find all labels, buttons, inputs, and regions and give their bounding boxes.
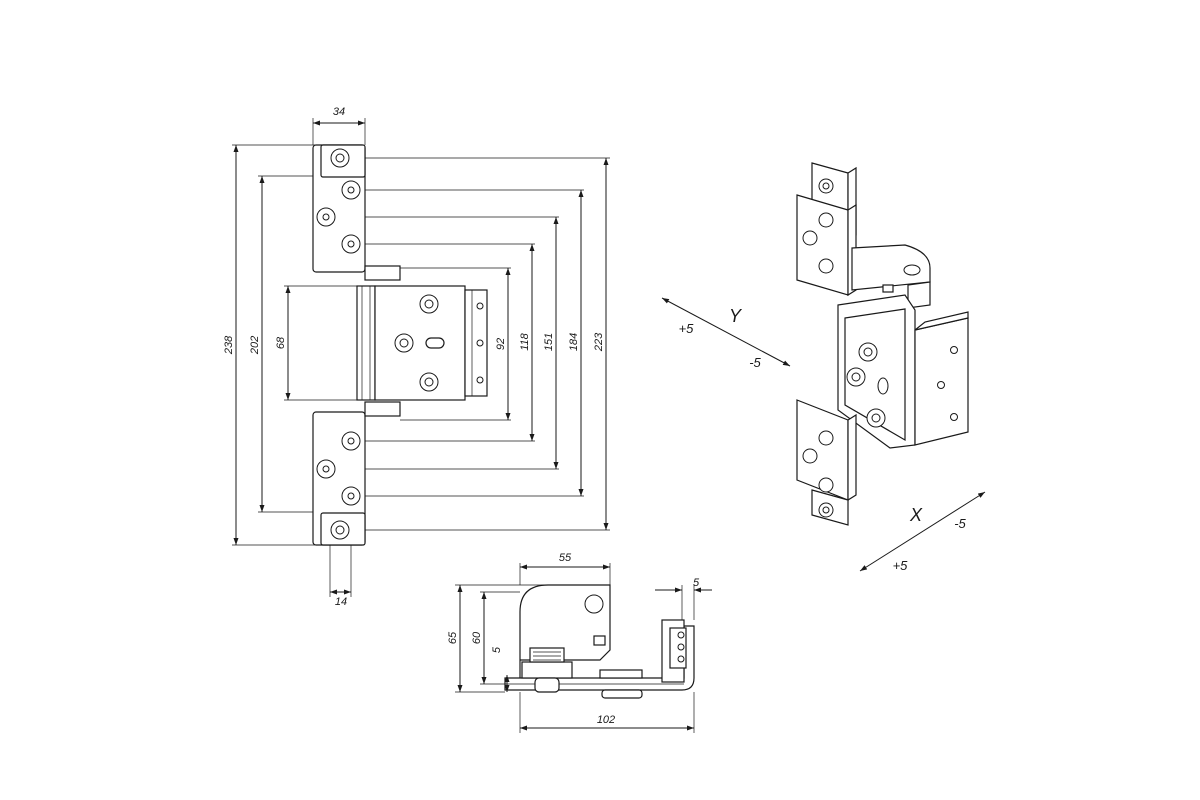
x-minus-label: -5 (954, 516, 966, 531)
dim-label-5-left: 5 (491, 646, 503, 653)
dimension-lines (233, 120, 609, 595)
pin-hole (584, 594, 604, 614)
side-slot (593, 635, 606, 646)
screw-block (521, 661, 573, 679)
dim-label-184: 184 (568, 333, 580, 351)
dim-label-55: 55 (559, 552, 572, 564)
base-plate (504, 625, 695, 691)
iso-bracket-hole (950, 346, 958, 354)
dim-label-65: 65 (447, 631, 459, 644)
upper-knuckle (364, 265, 401, 281)
hole-center (347, 437, 355, 445)
hole-center (347, 492, 355, 500)
iso-hole (818, 258, 834, 274)
dim-label-202: 202 (249, 336, 261, 355)
y-minus-label: -5 (749, 355, 761, 370)
iso-hole (802, 230, 818, 246)
iso-adjust-slot (877, 377, 889, 395)
y-axis-arrow (661, 297, 791, 367)
iso-hole (818, 430, 834, 446)
bracket-screw (677, 655, 685, 663)
hex-socket-icon (399, 338, 409, 348)
bracket-screw (677, 631, 685, 639)
screw-head (476, 302, 484, 310)
hole-center (322, 465, 330, 473)
isometric-view: Y +5 -5 X +5 -5 (661, 162, 986, 573)
iso-lower-plate-side (847, 413, 857, 502)
dim-label-68: 68 (275, 336, 287, 349)
side-leaf (519, 584, 611, 690)
hex-socket-icon (335, 525, 345, 535)
dim-label-60: 60 (471, 631, 483, 644)
dim-label-5-top: 5 (693, 577, 700, 589)
dim-label-151: 151 (543, 333, 555, 351)
hex-socket-icon (822, 182, 830, 190)
iso-hole (818, 477, 834, 493)
screw-foot (534, 677, 560, 693)
lower-knuckle (364, 401, 401, 417)
middle-pin-barrel (356, 285, 376, 401)
bottom-nuts (601, 689, 643, 699)
hex-socket-icon (863, 347, 873, 357)
iso-bracket-hole (937, 381, 945, 389)
side-bracket (464, 289, 488, 397)
dim-label-118: 118 (519, 332, 531, 350)
hex-socket-icon (424, 377, 434, 387)
iso-hole (802, 448, 818, 464)
x-axis-label: X (909, 505, 923, 525)
screw-head (476, 339, 484, 347)
iso-pin-hole (903, 264, 921, 276)
adjustment-slot (425, 337, 445, 349)
dim-label-102: 102 (597, 714, 615, 726)
bracket-screw (677, 643, 685, 651)
bottom-screws (599, 669, 643, 679)
screw-head (476, 376, 484, 384)
dim-label-92: 92 (495, 338, 507, 350)
x-axis-arrow (859, 491, 986, 572)
extension-lines (232, 118, 610, 597)
iso-small-slot (882, 284, 894, 293)
side-view: 55 5 65 60 5 102 (447, 552, 712, 733)
iso-bracket-hole (950, 413, 958, 421)
dim-label-238: 238 (223, 335, 235, 355)
hex-socket-icon (335, 153, 345, 163)
screw-head (529, 647, 565, 663)
hex-socket-icon (871, 413, 881, 423)
dim-label-14: 14 (335, 596, 347, 608)
dimension-lines (457, 564, 712, 731)
hex-socket-icon (822, 506, 830, 514)
iso-right-bracket-top (914, 311, 969, 331)
dim-label-34: 34 (333, 106, 345, 118)
iso-upper-knuckle (851, 244, 931, 291)
hex-socket-icon (851, 372, 861, 382)
y-plus-label: +5 (679, 321, 695, 336)
hole-center (347, 240, 355, 248)
hole-center (322, 213, 330, 221)
iso-middle-face (844, 308, 906, 442)
hex-socket-icon (424, 299, 434, 309)
dim-label-223: 223 (593, 332, 605, 352)
iso-upper-plate (796, 194, 849, 296)
y-axis-label: Y (729, 306, 743, 326)
iso-hole (818, 212, 834, 228)
front-view: 34 14 238 202 68 92 118 151 184 223 (223, 106, 610, 608)
x-plus-label: +5 (893, 558, 909, 573)
hole-center (347, 186, 355, 194)
